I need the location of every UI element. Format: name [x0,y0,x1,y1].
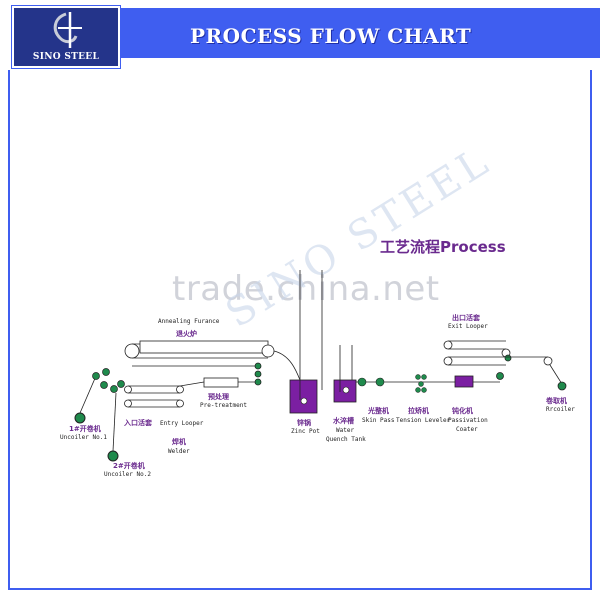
label-uncoiler-1-cn: 1#开卷机 [69,425,101,433]
label-exit-looper-cn: 出口活套 [452,314,480,322]
watermark-text: trade.china.net [172,269,440,309]
title-bar [116,8,600,58]
label-uncoiler-1-en: Uncoiler No.1 [60,434,107,441]
label-entry-looper-cn: 入口活套 [124,419,152,427]
label-exit-looper-en: Exit Looper [448,323,488,330]
logo-text: SINO STEEL [32,52,100,62]
entry-looper [124,385,184,408]
label-entry-looper-en: Entry Looper [160,420,204,427]
label-passivation-cn: 钝化机 [452,407,473,415]
label-pretreatment-en: Pre-treatment [200,402,247,409]
pretreatment-unit [179,377,258,388]
frame-left-border [8,70,10,590]
label-uncoiler-2-en: Uncoiler No.2 [104,471,151,478]
label-quench-en-1: Water [336,427,355,434]
zinc-pot [289,270,323,414]
label-quench-en-2: Quench Tank [326,436,366,443]
label-welder-en: Welder [168,448,190,455]
recoiler [543,356,567,391]
annealing-furnace [124,340,301,386]
label-pretreatment-cn: 预处理 [208,393,229,401]
label-skin-pass-en: Skin Pass [362,417,395,424]
water-quench-tank [333,345,357,403]
label-tension-cn: 拉矫机 [408,407,429,415]
passivation-coater [454,375,500,388]
label-passivation-en-1: Passivation [448,417,488,424]
company-logo[interactable]: SINO STEEL [12,6,120,68]
label-tension-en: Tension Leveler [396,417,451,424]
skin-pass-mill [357,377,385,387]
page-title: PROCESS FLOW CHART [190,24,472,48]
uncoiler-1 [74,375,97,424]
label-zinc-pot-cn: 锌锅 [297,419,311,427]
label-annealing-cn: 退火炉 [176,330,197,338]
label-recoiler-en: Rrcoiler [546,406,575,413]
uncoiler-2 [107,392,119,462]
frame-right-border [590,70,592,590]
label-quench-cn: 水淬槽 [333,417,354,425]
tension-leveler [415,374,427,393]
label-skin-pass-cn: 光整机 [368,407,389,415]
label-uncoiler-2-cn: 2#开卷机 [113,462,145,470]
label-welder-cn: 焊机 [172,438,186,446]
header-banner: PROCESS FLOW CHART SINO STEEL [0,0,600,70]
label-annealing-en: Annealing Furance [158,318,220,325]
logo-mark-icon [53,12,82,48]
label-recoiler-cn: 卷取机 [546,397,567,405]
label-passivation-en-2: Coater [456,426,478,433]
frame-bottom-border [8,588,592,590]
diagram-heading: 工艺流程Process [380,238,506,256]
entry-rolls [92,368,125,393]
exit-looper [443,340,548,380]
label-zinc-pot-en: Zinc Pot [291,428,320,435]
